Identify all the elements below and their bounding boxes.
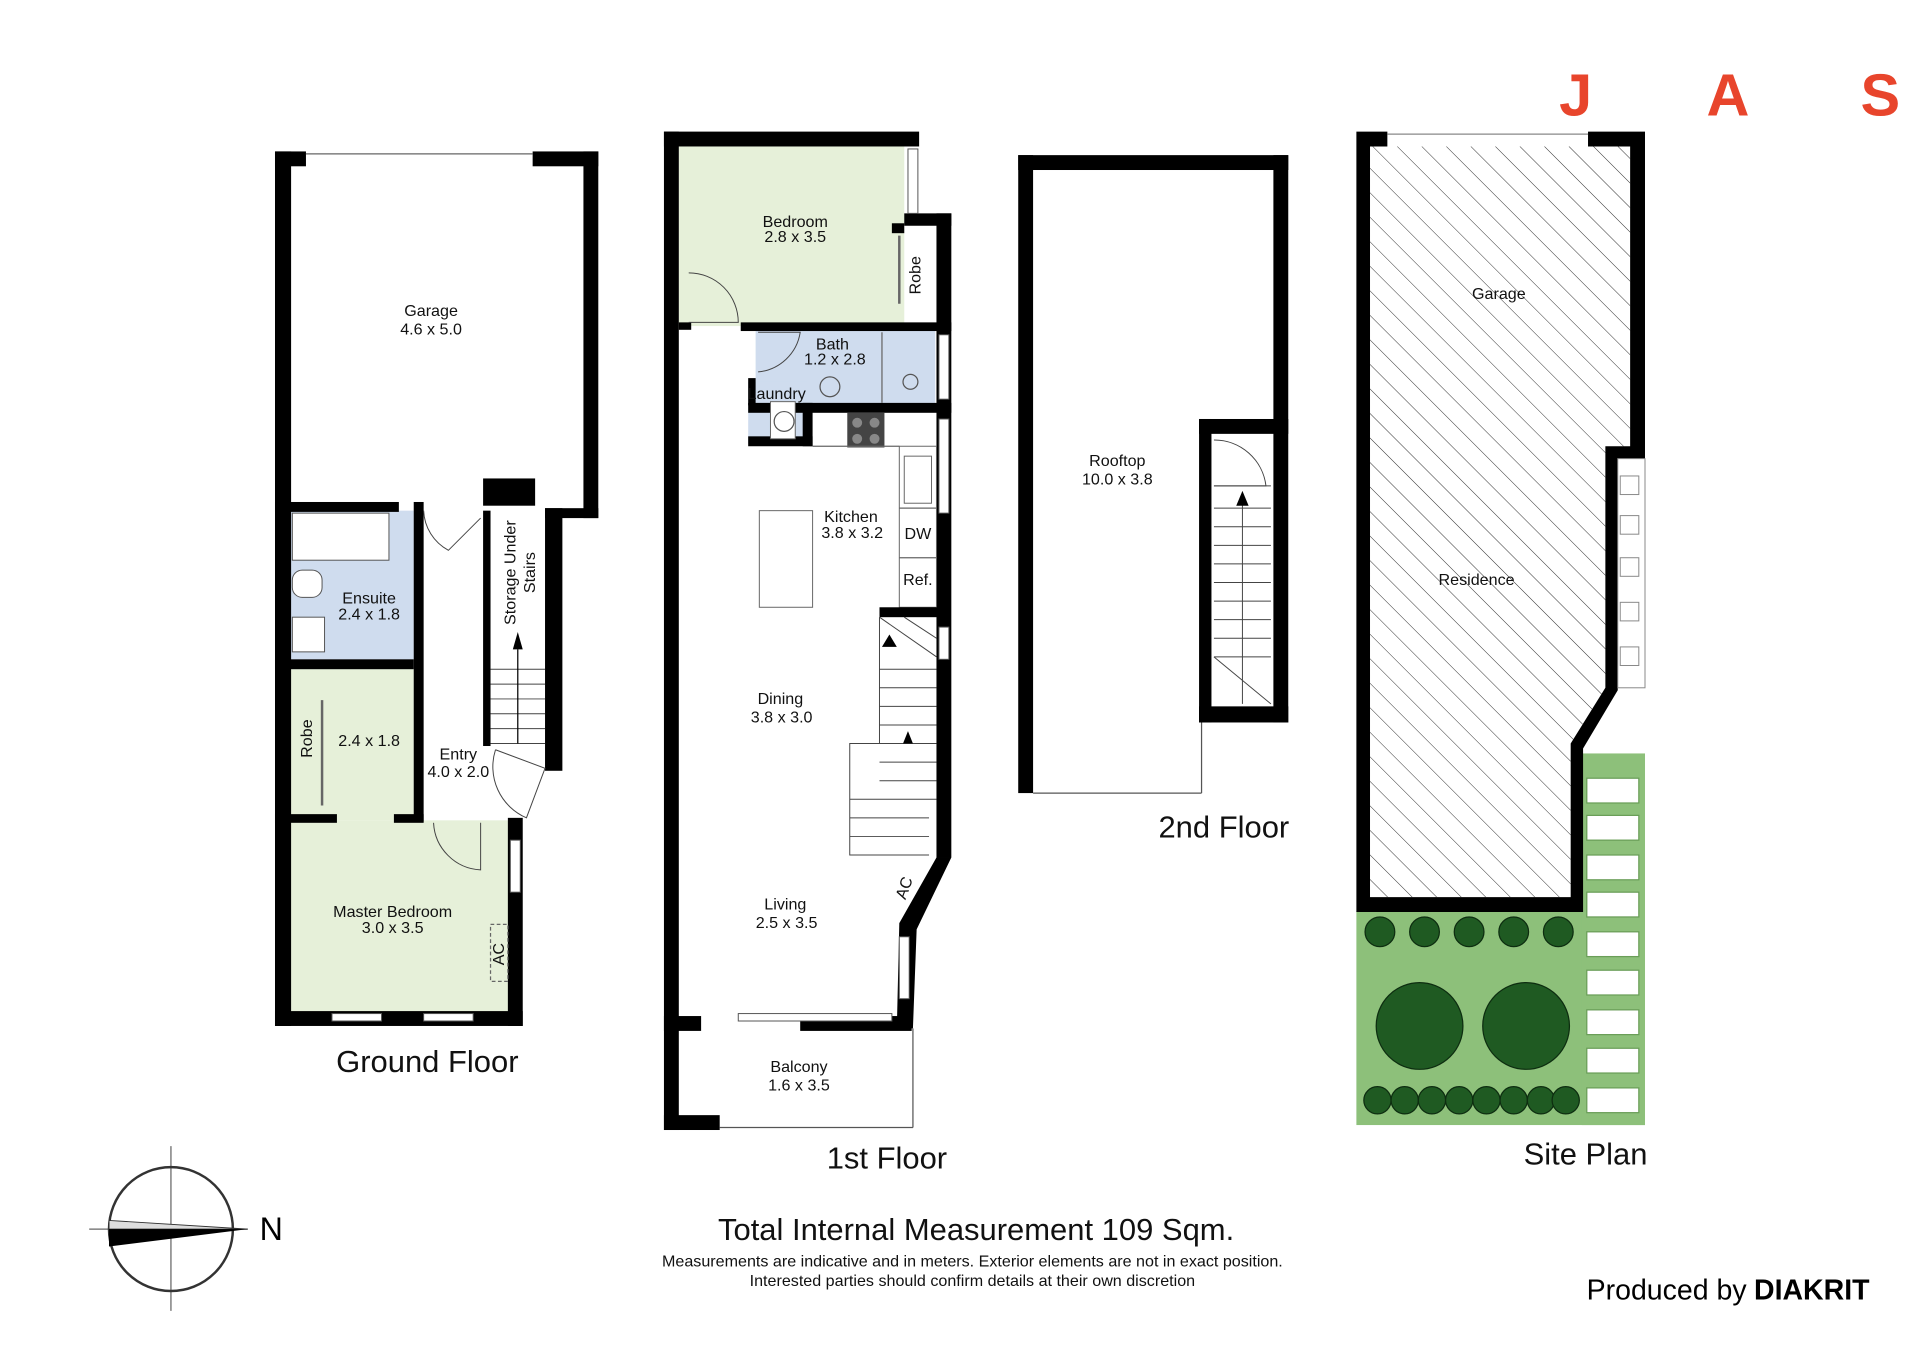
fridge-label: Ref. bbox=[903, 571, 933, 589]
room-size-garage: 4.6 x 5.0 bbox=[400, 321, 462, 339]
room-name-bath: Bath bbox=[816, 336, 849, 354]
room-name-garage: Garage bbox=[404, 302, 458, 320]
room-size-robe: 2.4 x 1.8 bbox=[338, 732, 400, 750]
room-size-ensuite: 2.4 x 1.8 bbox=[338, 606, 400, 624]
brand-logo: J A S bbox=[1559, 62, 1900, 129]
room-size-kitchen: 3.8 x 3.2 bbox=[821, 524, 883, 542]
room-size-entry: 4.0 x 2.0 bbox=[427, 763, 489, 781]
produced-by-label: Produced by bbox=[1587, 1275, 1748, 1307]
room-name-balcony: Balcony bbox=[770, 1058, 828, 1076]
room-size-rooftop: 10.0 x 3.8 bbox=[1082, 471, 1153, 489]
producer-logo: DIAKRIT bbox=[1754, 1275, 1870, 1307]
room-size-living: 2.5 x 3.5 bbox=[756, 914, 818, 932]
room-size-bath: 1.2 x 2.8 bbox=[804, 350, 866, 368]
room-size-balcony: 1.6 x 3.5 bbox=[768, 1076, 830, 1094]
ac-label-first: AC bbox=[892, 874, 917, 902]
storage-label-1: Storage Under bbox=[501, 520, 519, 625]
room-name-robe: Robe bbox=[298, 719, 316, 758]
brand-letter-j: J bbox=[1559, 62, 1592, 129]
storage-label-2: Stairs bbox=[521, 552, 539, 593]
disclaimer-line-2: Interested parties should confirm detail… bbox=[750, 1272, 1196, 1290]
disclaimer-line-1: Measurements are indicative and in meter… bbox=[662, 1252, 1283, 1270]
site-label-residence: Residence bbox=[1439, 571, 1515, 589]
robe-label: Robe bbox=[906, 256, 924, 295]
second-floor-title: 2nd Floor bbox=[1158, 810, 1289, 845]
brand-letter-a: A bbox=[1707, 62, 1750, 129]
site-label-garage: Garage bbox=[1472, 285, 1526, 303]
room-name-bedroom: Bedroom bbox=[763, 213, 828, 231]
compass-icon: N bbox=[89, 1146, 283, 1311]
brand-letter-s: S bbox=[1861, 62, 1901, 129]
room-size-dining: 3.8 x 3.0 bbox=[751, 708, 813, 726]
first-floor-plan: Bedroom 2.8 x 3.5 Robe Bath 1.2 x 2.8 La… bbox=[663, 131, 952, 1175]
room-name-kitchen: Kitchen bbox=[824, 508, 878, 526]
total-measurement: Total Internal Measurement 109 Sqm. bbox=[718, 1212, 1234, 1247]
first-floor-title: 1st Floor bbox=[827, 1140, 947, 1175]
second-floor-plan: Rooftop 10.0 x 3.8 2nd Floor bbox=[1018, 155, 1289, 845]
room-name-entry: Entry bbox=[440, 746, 479, 764]
room-name-master-bedroom: Master Bedroom bbox=[333, 903, 452, 921]
ground-floor-title: Ground Floor bbox=[336, 1044, 518, 1079]
laundry-label: Laundry bbox=[748, 385, 807, 403]
room-name-dining: Dining bbox=[758, 690, 804, 708]
room-size-master-bedroom: 3.0 x 3.5 bbox=[362, 919, 424, 937]
site-plan-title: Site Plan bbox=[1524, 1137, 1648, 1172]
room-size-bedroom: 2.8 x 3.5 bbox=[764, 228, 826, 246]
room-name-living: Living bbox=[764, 896, 806, 914]
compass-north-label: N bbox=[260, 1211, 283, 1247]
ground-floor-plan: Garage 4.6 x 5.0 Ensuite 2.4 x 1.8 Robe … bbox=[274, 151, 599, 1079]
site-plan: Garage Residence Site Plan bbox=[1356, 131, 1648, 1172]
room-name-ensuite: Ensuite bbox=[342, 590, 396, 608]
dishwasher-label: DW bbox=[904, 525, 932, 543]
ac-label: AC bbox=[490, 943, 508, 966]
room-name-rooftop: Rooftop bbox=[1089, 452, 1145, 470]
